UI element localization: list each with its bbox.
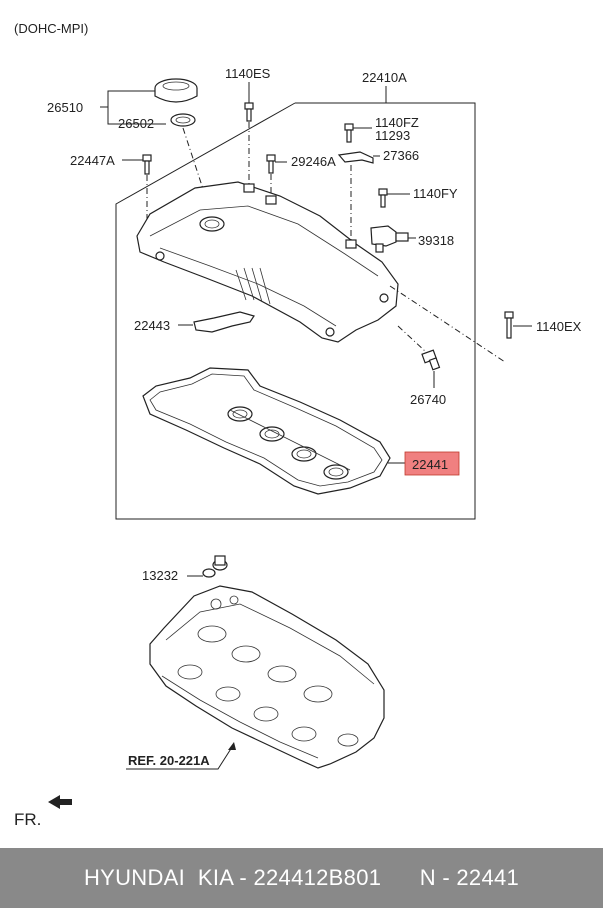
bolt-1140FZ [344,123,354,143]
front-arrow-icon [48,795,72,809]
label-22441: 22441 [412,457,448,472]
assembly-outline [115,102,476,520]
label-22443: 22443 [134,318,170,333]
label-1140FY: 1140FY [413,186,458,201]
footer-banner: HYUNDAI KIA - 224412B801 N - 22441 [0,848,603,908]
bolt-1140ES [244,102,254,122]
label-1140ES: 1140ES [225,66,271,81]
oil-filler-cap [154,78,198,103]
cylinder-head [149,585,385,769]
engine-variant-label: (DOHC-MPI) [14,21,88,36]
label-26502: 26502 [118,116,154,131]
label-1140FZ: 1140FZ [375,115,419,130]
gasket-22443 [193,311,255,333]
bracket-27366 [337,151,374,164]
stud-29246A [266,154,276,174]
label-22410A: 22410A [362,70,407,85]
label-27366: 27366 [383,148,419,163]
rocker-cover-gasket-22441 [142,367,391,495]
cam-position-sensor [370,225,409,253]
front-label: FR. [14,810,41,829]
label-26740: 26740 [410,392,446,407]
bolt-22447A [142,154,152,175]
label-26510: 26510 [47,100,83,115]
label-1140EX: 1140EX [536,319,582,334]
rocker-cover [136,181,399,343]
plug-13232 [202,555,228,578]
bolt-1140FY [378,188,388,208]
label-39318: 39318 [418,233,454,248]
label-13232: 13232 [142,568,178,583]
highlight-22441 [404,451,460,476]
label-22447A: 22447A [70,153,115,168]
parts-diagram: (DOHC-MPI) 26510 26502 1140ES 22410A 224… [14,21,582,829]
label-11293: 11293 [375,128,410,143]
label-ref: REF. 20-221A [128,753,210,768]
label-29246A: 29246A [291,154,336,169]
cap-gasket [170,113,196,127]
pcv-valve [421,349,441,371]
bolt-1140EX [504,311,514,339]
